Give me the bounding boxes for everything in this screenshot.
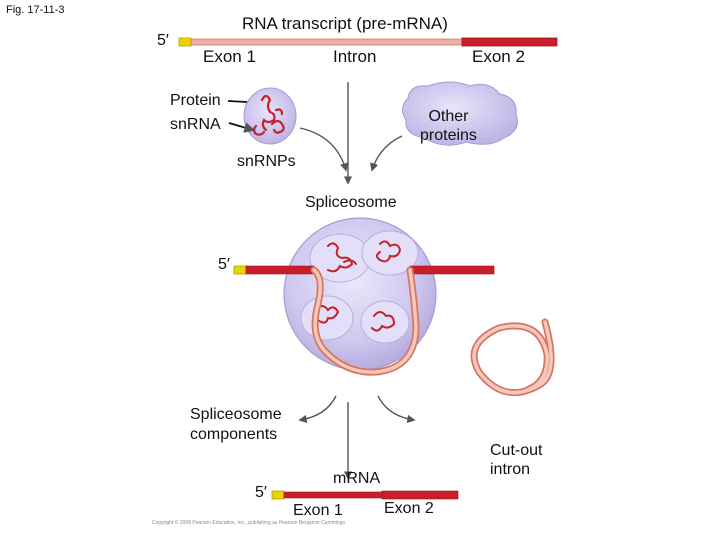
snrna-pointer xyxy=(228,122,256,133)
five-prime-label: 5′ xyxy=(157,32,169,49)
cut-out-intron-lariat xyxy=(470,318,555,396)
snrnps-label: snRNPs xyxy=(237,153,296,170)
other-proteins-label: Other proteins xyxy=(420,108,477,144)
bound-transcript xyxy=(233,265,495,376)
pre-mrna-strand xyxy=(178,37,558,47)
exon1-segment xyxy=(178,37,192,47)
release-arrows xyxy=(298,395,416,480)
pre-mrna-title: RNA transcript (pre-mRNA) xyxy=(242,14,448,33)
exon1-bound xyxy=(233,265,247,275)
mrna-strand xyxy=(271,490,459,500)
mrna-exon2 xyxy=(381,490,459,500)
mrna-exon1-cap xyxy=(271,490,285,500)
cut-out-intron-label: Cut-out intron xyxy=(490,442,543,478)
five-prime-label-3: 5′ xyxy=(255,484,267,501)
mrna-exon2-label: Exon 2 xyxy=(384,500,434,517)
mrna-exon1-label: Exon 1 xyxy=(293,502,343,519)
mrna-label: mRNA xyxy=(333,470,381,487)
spliceosome-label: Spliceosome xyxy=(305,194,397,211)
intron-segment xyxy=(190,38,463,46)
protein-label: Protein xyxy=(170,92,221,109)
intron-label: Intron xyxy=(333,47,377,66)
figure-number: Fig. 17-11-3 xyxy=(6,4,65,16)
snrnp-particle xyxy=(243,87,297,145)
other-proteins-blob xyxy=(402,81,518,146)
mrna-exon1 xyxy=(283,491,383,499)
spliceosome xyxy=(283,217,437,371)
assembly-arrows xyxy=(299,82,403,185)
exon1-red xyxy=(245,265,315,275)
exon2-label: Exon 2 xyxy=(472,47,525,66)
five-prime-label-2: 5′ xyxy=(218,256,230,273)
exon2-red xyxy=(409,265,495,275)
exon2-segment xyxy=(461,37,558,47)
copyright-notice: Copyright © 2008 Pearson Education, Inc.… xyxy=(152,520,345,526)
spliceosome-components-label: Spliceosome components xyxy=(190,406,282,443)
snrna-label: snRNA xyxy=(170,116,221,133)
protein-pointer xyxy=(227,100,248,103)
exon1-label: Exon 1 xyxy=(203,47,256,66)
